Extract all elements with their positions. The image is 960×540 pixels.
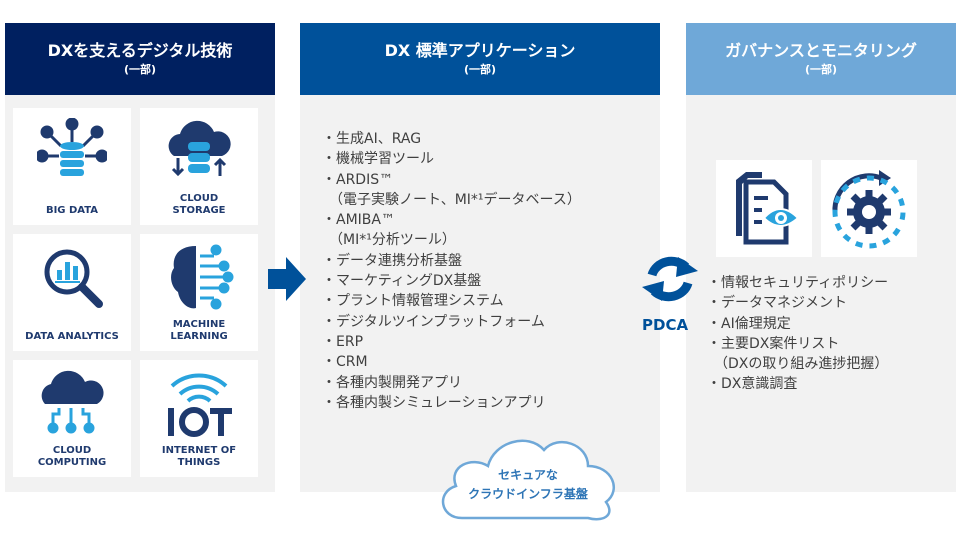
cloud-infra-label: セキュアな クラウドインフラ基盤 <box>468 468 588 501</box>
tile-big-data: BIG DATA <box>13 108 131 225</box>
tile-label: DATA ANALYTICS <box>25 331 119 342</box>
machine-learning-icon <box>171 244 234 310</box>
big-data-icon <box>37 118 107 176</box>
data-analytics-icon <box>44 249 103 308</box>
panel-subtitle: (一部) <box>463 63 497 76</box>
cloud-infra-icon <box>441 439 616 521</box>
panel-header: DXを支えるデジタル技術 (一部) <box>5 23 275 95</box>
list-item: ・生成AI、RAG <box>322 131 422 147</box>
iot-icon <box>168 373 232 437</box>
list-item: ・各種内製シミュレーションアプリ <box>322 394 546 411</box>
tile-data-analytics: DATA ANALYTICS <box>13 234 131 351</box>
list-item: ・マーケティングDX基盤 <box>322 273 482 290</box>
panel-subtitle: (一部) <box>804 63 838 76</box>
pdca-label: PDCA <box>642 316 689 334</box>
list-item: ・データ連携分析基盤 <box>322 252 462 269</box>
pdca-cycle-icon <box>642 256 698 302</box>
gear-cycle-tile <box>821 160 917 257</box>
list-item: ・プラント情報管理システム <box>322 293 504 310</box>
document-review-tile <box>716 160 812 257</box>
cloud-computing-icon <box>41 370 104 434</box>
governance-list: ・情報セキュリティポリシー ・データマネジメント ・AI倫理規定 ・主要DX案件… <box>707 273 888 395</box>
gear-cycle-icon <box>832 170 906 249</box>
panel-title: DXを支えるデジタル技術 <box>47 41 233 60</box>
standard-apps-panel: DX 標準アプリケーション (一部) <box>300 23 660 492</box>
governance-panel: ガバナンスとモニタリング (一部) <box>686 23 956 492</box>
flow-arrow-icon <box>268 257 306 301</box>
list-item: ・AMIBA™ <box>322 212 395 229</box>
tile-iot: INTERNET OF THINGS <box>140 360 258 477</box>
list-item: ・主要DX案件リスト <box>707 335 840 352</box>
panel-title: DX 標準アプリケーション <box>384 41 576 60</box>
document-eye-icon <box>736 172 800 245</box>
list-item: ・機械学習ツール <box>322 151 434 168</box>
list-item: ・ERP <box>322 333 364 350</box>
list-item: （DXの取り組み進捗把握） <box>707 356 889 373</box>
list-item: （電子実験ノート、MI*¹データベース） <box>322 191 581 208</box>
panel-header: DX 標準アプリケーション (一部) <box>300 23 660 95</box>
list-item: ・デジタルツインプラットフォーム <box>322 313 545 330</box>
cloud-storage-icon <box>168 120 231 177</box>
list-item: （MI*¹分析ツール） <box>322 232 456 249</box>
tile-label: CLOUD COMPUTING <box>37 445 107 468</box>
tile-label: MACHINE LEARNING <box>170 319 228 342</box>
tile-label: CLOUD STORAGE <box>172 193 226 216</box>
tile-machine-learning: MACHINE LEARNING <box>140 234 258 351</box>
list-item: ・CRM <box>322 354 368 371</box>
list-item: ・各種内製開発アプリ <box>322 374 462 391</box>
list-item: ・ARDIS™ <box>322 171 394 188</box>
list-item: ・DX意識調査 <box>707 376 798 393</box>
tile-label: BIG DATA <box>45 205 99 216</box>
panel-header: ガバナンスとモニタリング (一部) <box>686 23 956 95</box>
list-item: ・情報セキュリティポリシー <box>707 275 889 291</box>
list-item: ・データマネジメント <box>707 295 847 312</box>
panel-title: ガバナンスとモニタリング <box>725 41 917 60</box>
tile-label: INTERNET OF THINGS <box>161 445 237 468</box>
tile-cloud-computing: CLOUD COMPUTING <box>13 360 131 477</box>
tile-cloud-storage: CLOUD STORAGE <box>140 108 258 225</box>
panel-subtitle: (一部) <box>123 63 157 76</box>
list-item: ・AI倫理規定 <box>707 315 791 332</box>
standard-apps-list: ・生成AI、RAG ・機械学習ツール ・ARDIS™ （電子実験ノート、MI*¹… <box>322 129 581 413</box>
